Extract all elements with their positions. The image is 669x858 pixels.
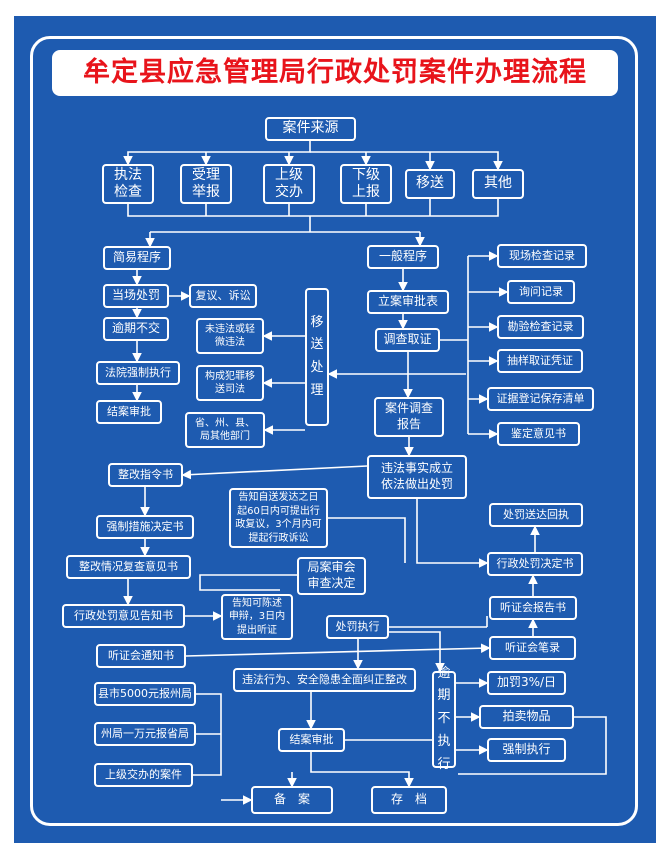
- connector: [181, 465, 368, 480]
- node-rectify-order: 整改指令书: [108, 463, 183, 487]
- connector: [127, 199, 499, 217]
- node-hearing-minutes: 听证会笔录: [489, 636, 576, 660]
- node-notice-rights: 告知自送发达之日 起60日内可提出行 政复议，3个月内可 提起行政诉讼: [229, 488, 328, 548]
- node-coercive: 强制措施决定书: [96, 515, 194, 539]
- node-onsite: 当场处罚: [103, 284, 169, 308]
- node-superior-case: 上级交办的案件: [94, 763, 193, 787]
- node-bureau-review: 局案审会 审查决定: [297, 557, 366, 595]
- node-receipt: 处罚送达回执: [489, 503, 583, 527]
- node-archive: 存 档: [371, 786, 447, 814]
- node-src-transfer: 移送: [405, 169, 455, 199]
- node-facts: 违法事实成立 依法做出处罚: [367, 455, 467, 499]
- node-report: 案件调查 报告: [374, 397, 444, 437]
- node-close-final: 结案审批: [278, 728, 345, 752]
- node-rectify-all: 违法行为、安全隐患全面纠正整改: [233, 668, 416, 692]
- node-fine: 加罚3%/日: [487, 671, 566, 695]
- page-title: 牟定县应急管理局行政处罚案件办理流程: [52, 50, 618, 96]
- node-auction: 拍卖物品: [479, 705, 574, 729]
- node-rec-inquiry: 询问记录: [507, 280, 575, 304]
- node-hearing-report: 听证会报告书: [489, 596, 577, 620]
- connector: [185, 643, 491, 657]
- node-hearing-notice: 听证会通知书: [96, 644, 186, 668]
- board-border: [30, 36, 638, 826]
- node-src-superior: 上级 交办: [263, 164, 315, 204]
- connector: [328, 517, 406, 563]
- node-county: 县市5000元报州局: [94, 682, 196, 706]
- connector: [416, 499, 489, 568]
- node-execute: 处罚执行: [326, 615, 389, 639]
- node-general: 一般程序: [367, 245, 439, 269]
- node-other-dept: 省、州、县、 局其他部门: [185, 412, 265, 448]
- node-court: 法院强制执行: [96, 361, 180, 385]
- node-src-lower: 下级 上报: [340, 164, 392, 204]
- node-close-simple: 结案审批: [96, 400, 162, 424]
- connector: [389, 631, 445, 673]
- node-rec-appraisal: 鉴定意见书: [497, 422, 580, 446]
- node-src-inspect: 执法 检查: [102, 164, 154, 204]
- node-src-other: 其他: [472, 169, 524, 199]
- node-filing-record: 备 案: [251, 786, 333, 814]
- node-recheck: 整改情况复查意见书: [66, 555, 191, 579]
- connector: [458, 716, 607, 775]
- node-investigate: 调查取证: [375, 328, 440, 352]
- node-enforce: 强制执行: [487, 738, 566, 762]
- node-crime: 构成犯罪移 送司法: [196, 365, 264, 401]
- node-source: 案件来源: [265, 117, 356, 141]
- node-simple: 简易程序: [103, 246, 171, 270]
- connector: [310, 752, 414, 788]
- connector: [199, 574, 297, 591]
- node-rec-onsite: 现场检查记录: [497, 244, 587, 268]
- node-prefecture: 州局一万元报省局: [94, 722, 196, 746]
- node-rec-evidence: 证据登记保存清单: [487, 387, 594, 411]
- node-transfer-handle: 移 送 处 理: [305, 288, 329, 426]
- node-decision: 行政处罚决定书: [487, 552, 583, 576]
- node-opinion-notice: 行政处罚意见告知书: [62, 604, 185, 628]
- node-statement: 告知可陈述 申辩，3日内 提出听证: [221, 594, 293, 640]
- node-src-report: 受理 举报: [180, 164, 232, 204]
- node-no-violation: 未违法或轻 微违法: [196, 318, 264, 354]
- node-overdue: 逾期不交: [103, 317, 169, 341]
- node-filing: 立案审批表: [367, 290, 449, 314]
- node-rec-survey: 勘验检查记录: [497, 315, 584, 339]
- node-review: 复议、诉讼: [189, 284, 257, 308]
- node-overdue-exec: 逾 期 不 执 行: [432, 666, 456, 772]
- connector: [123, 141, 311, 166]
- node-rec-sample: 抽样取证凭证: [497, 349, 583, 373]
- connector: [310, 151, 503, 171]
